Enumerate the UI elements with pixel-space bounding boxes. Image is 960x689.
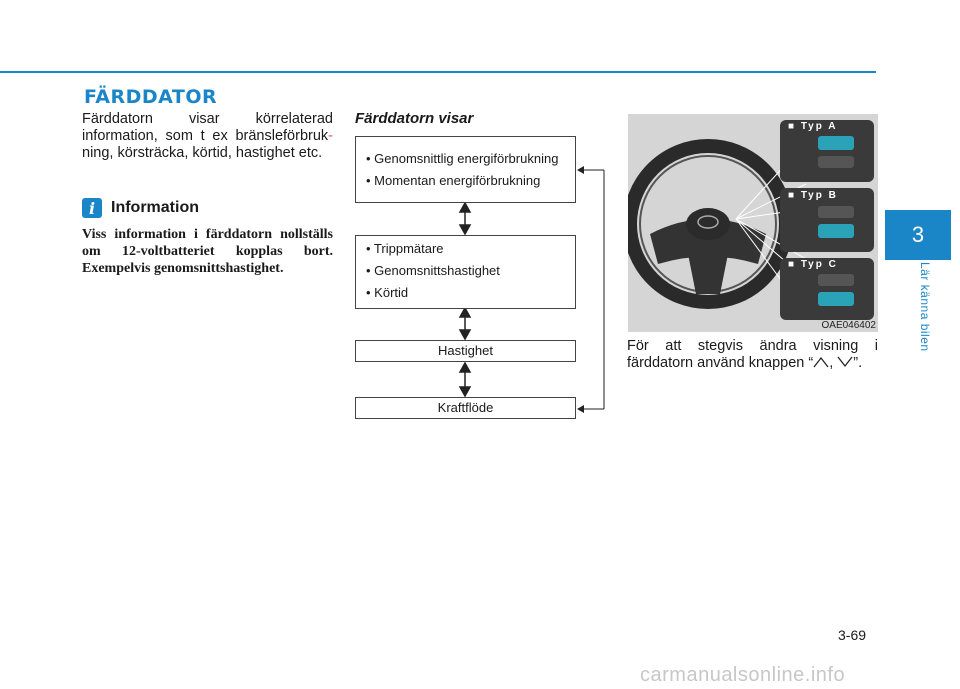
info-icon: i bbox=[82, 198, 102, 218]
box-trip: • Trippmätare • Genomsnittshastighet • K… bbox=[355, 235, 576, 309]
list-item: • Körtid bbox=[366, 285, 409, 300]
list-item: • Trippmätare bbox=[366, 241, 444, 256]
info-text: Viss information i färddatorn nollställs… bbox=[82, 227, 333, 276]
diagram-title: Färddatorn visar bbox=[355, 110, 474, 127]
chapter-name: Lär känna bilen bbox=[918, 262, 932, 352]
chevron-down-icon bbox=[837, 356, 853, 368]
info-title: Information bbox=[111, 199, 199, 216]
box-power-flow: Kraftflöde bbox=[355, 397, 576, 419]
hyphen: - bbox=[328, 128, 333, 144]
loop-arrow bbox=[577, 166, 605, 413]
double-arrow-2 bbox=[458, 306, 472, 341]
panel-type-a bbox=[780, 120, 874, 182]
label-type-b: ■ Typ B bbox=[788, 190, 838, 201]
label-type-c: ■ Typ C bbox=[788, 259, 838, 270]
intro-paragraph: Färddatorn visar körrelaterad informatio… bbox=[82, 111, 333, 161]
info-heading: i Information bbox=[82, 196, 199, 220]
chapter-tab: 3 bbox=[885, 210, 951, 260]
box-energy: • Genomsnittlig energiförbrukning • Mome… bbox=[355, 136, 576, 203]
top-rule bbox=[0, 71, 876, 73]
image-code: OAE046402 bbox=[821, 320, 877, 331]
watermark: carmanualsonline.info bbox=[640, 664, 846, 686]
label-type-a: ■ Typ A bbox=[788, 121, 838, 132]
panel-type-b bbox=[780, 188, 874, 252]
panel-type-c bbox=[780, 258, 874, 320]
chevron-up-icon bbox=[813, 356, 829, 368]
list-item: • Genomsnittshastighet bbox=[366, 263, 500, 278]
list-item: • Momentan energiförbrukning bbox=[366, 173, 541, 188]
buttons-description: För att stegvis ändra visning i färddato… bbox=[627, 338, 878, 371]
page-number: 3-69 bbox=[838, 627, 867, 643]
steering-wheel-icon bbox=[628, 114, 878, 332]
list-item: • Genomsnittlig energiförbrukning bbox=[366, 151, 559, 166]
section-title: FÄRDDATOR bbox=[84, 86, 218, 108]
steering-wheel-photo: ■ Typ A ■ Typ B ■ Typ C OAE046402 bbox=[628, 114, 878, 332]
double-arrow-3 bbox=[458, 361, 472, 398]
double-arrow-1 bbox=[458, 201, 472, 236]
box-speed: Hastighet bbox=[355, 340, 576, 362]
